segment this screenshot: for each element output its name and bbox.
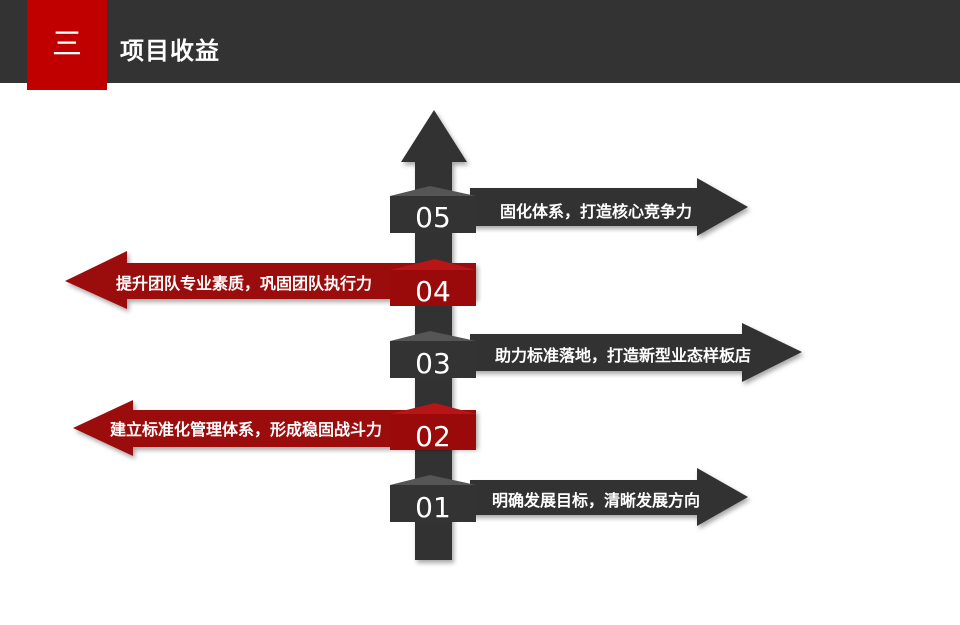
step-01: 01 明确发展目标，清晰发展方向 [390,468,748,526]
step-01-label: 明确发展目标，清晰发展方向 [492,491,700,510]
step-05: 05 固化体系，打造核心竞争力 [390,178,748,236]
page-title: 项目收益 [120,37,220,65]
step-05-number: 05 [415,201,451,234]
step-01-arrow [470,468,748,526]
step-01-number: 01 [415,491,451,524]
step-04-arrow [65,251,476,309]
step-02-arrow [73,400,476,456]
step-04-tab [390,270,476,306]
step-02-tab [390,414,476,450]
step-04-number: 04 [415,275,451,308]
step-05-arrow [470,178,748,236]
step-03-tab [390,341,476,378]
step-05-label: 固化体系，打造核心竞争力 [500,202,692,221]
step-02-label: 建立标准化管理体系，形成稳固战斗力 [110,420,382,439]
section-number-badge: 三 [27,0,107,90]
step-02-number: 02 [415,420,451,453]
step-01-tab [390,485,476,522]
step-04: 04 提升团队专业素质，巩固团队执行力 [65,251,476,309]
step-03: 03 助力标准落地，打造新型业态样板店 [390,323,802,382]
step-03-arrow [470,323,802,382]
step-03-label: 助力标准落地，打造新型业态样板店 [495,346,751,365]
step-05-tab [390,196,476,233]
step-02: 02 建立标准化管理体系，形成稳固战斗力 [73,400,476,456]
step-04-label: 提升团队专业素质，巩固团队执行力 [116,274,372,293]
header-bar [0,0,960,83]
step-03-number: 03 [415,347,451,380]
